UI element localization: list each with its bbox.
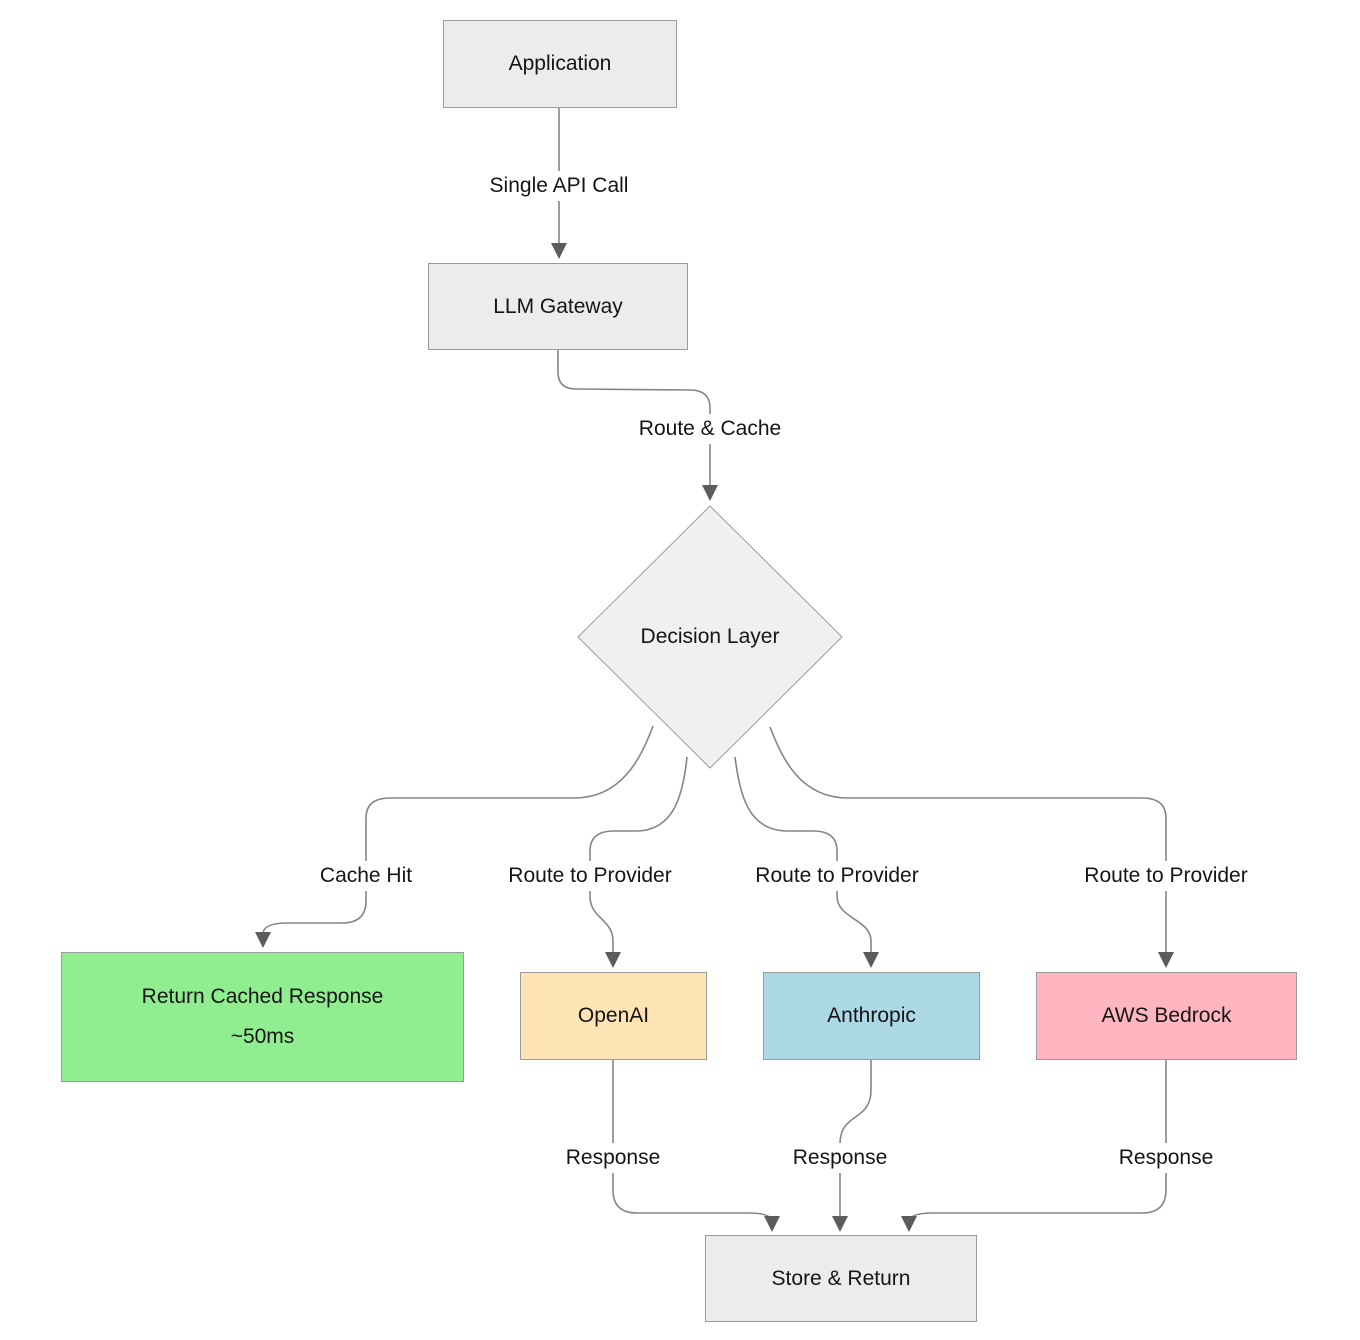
edge-label-response-bedrock: Response	[1109, 1143, 1223, 1173]
return-cached-line1: Return Cached Response	[141, 985, 384, 1008]
node-store-return: Store & Return	[705, 1235, 977, 1322]
edge-label-route-to-provider-bedrock: Route to Provider	[1075, 861, 1257, 891]
edge-anthropic-to-store	[832, 1060, 872, 1232]
node-aws-bedrock: AWS Bedrock	[1036, 972, 1297, 1060]
decision-diamond-shape	[577, 505, 843, 769]
edge-label-route-and-cache: Route & Cache	[629, 414, 791, 444]
node-openai: OpenAI	[520, 972, 707, 1060]
edge-bedrock-to-store	[901, 1060, 1167, 1232]
edge-label-route-to-provider-openai: Route to Provider	[499, 861, 681, 891]
node-decision-layer-label: Decision Layer	[640, 625, 780, 648]
node-anthropic: Anthropic	[763, 972, 980, 1060]
edge-label-cache-hit: Cache Hit	[310, 861, 422, 891]
edge-openai-to-store	[612, 1060, 780, 1232]
edge-label-single-api-call: Single API Call	[480, 171, 638, 201]
edge-gateway-to-decision	[557, 350, 718, 501]
edge-decision-to-bedrock	[769, 726, 1174, 968]
node-application: Application	[443, 20, 677, 108]
node-llm-gateway: LLM Gateway	[428, 263, 688, 350]
edge-decision-to-openai	[589, 756, 688, 968]
edge-decision-to-anthropic	[734, 756, 879, 968]
edge-decision-to-cache	[255, 725, 654, 948]
node-return-cached-response: Return Cached Response ~50ms	[61, 952, 464, 1082]
edge-group	[255, 108, 1174, 1232]
edge-label-response-openai: Response	[556, 1143, 670, 1173]
return-cached-line2: ~50ms	[230, 1025, 295, 1048]
edge-label-response-anthropic: Response	[783, 1143, 897, 1173]
edge-label-route-to-provider-anthropic: Route to Provider	[746, 861, 928, 891]
